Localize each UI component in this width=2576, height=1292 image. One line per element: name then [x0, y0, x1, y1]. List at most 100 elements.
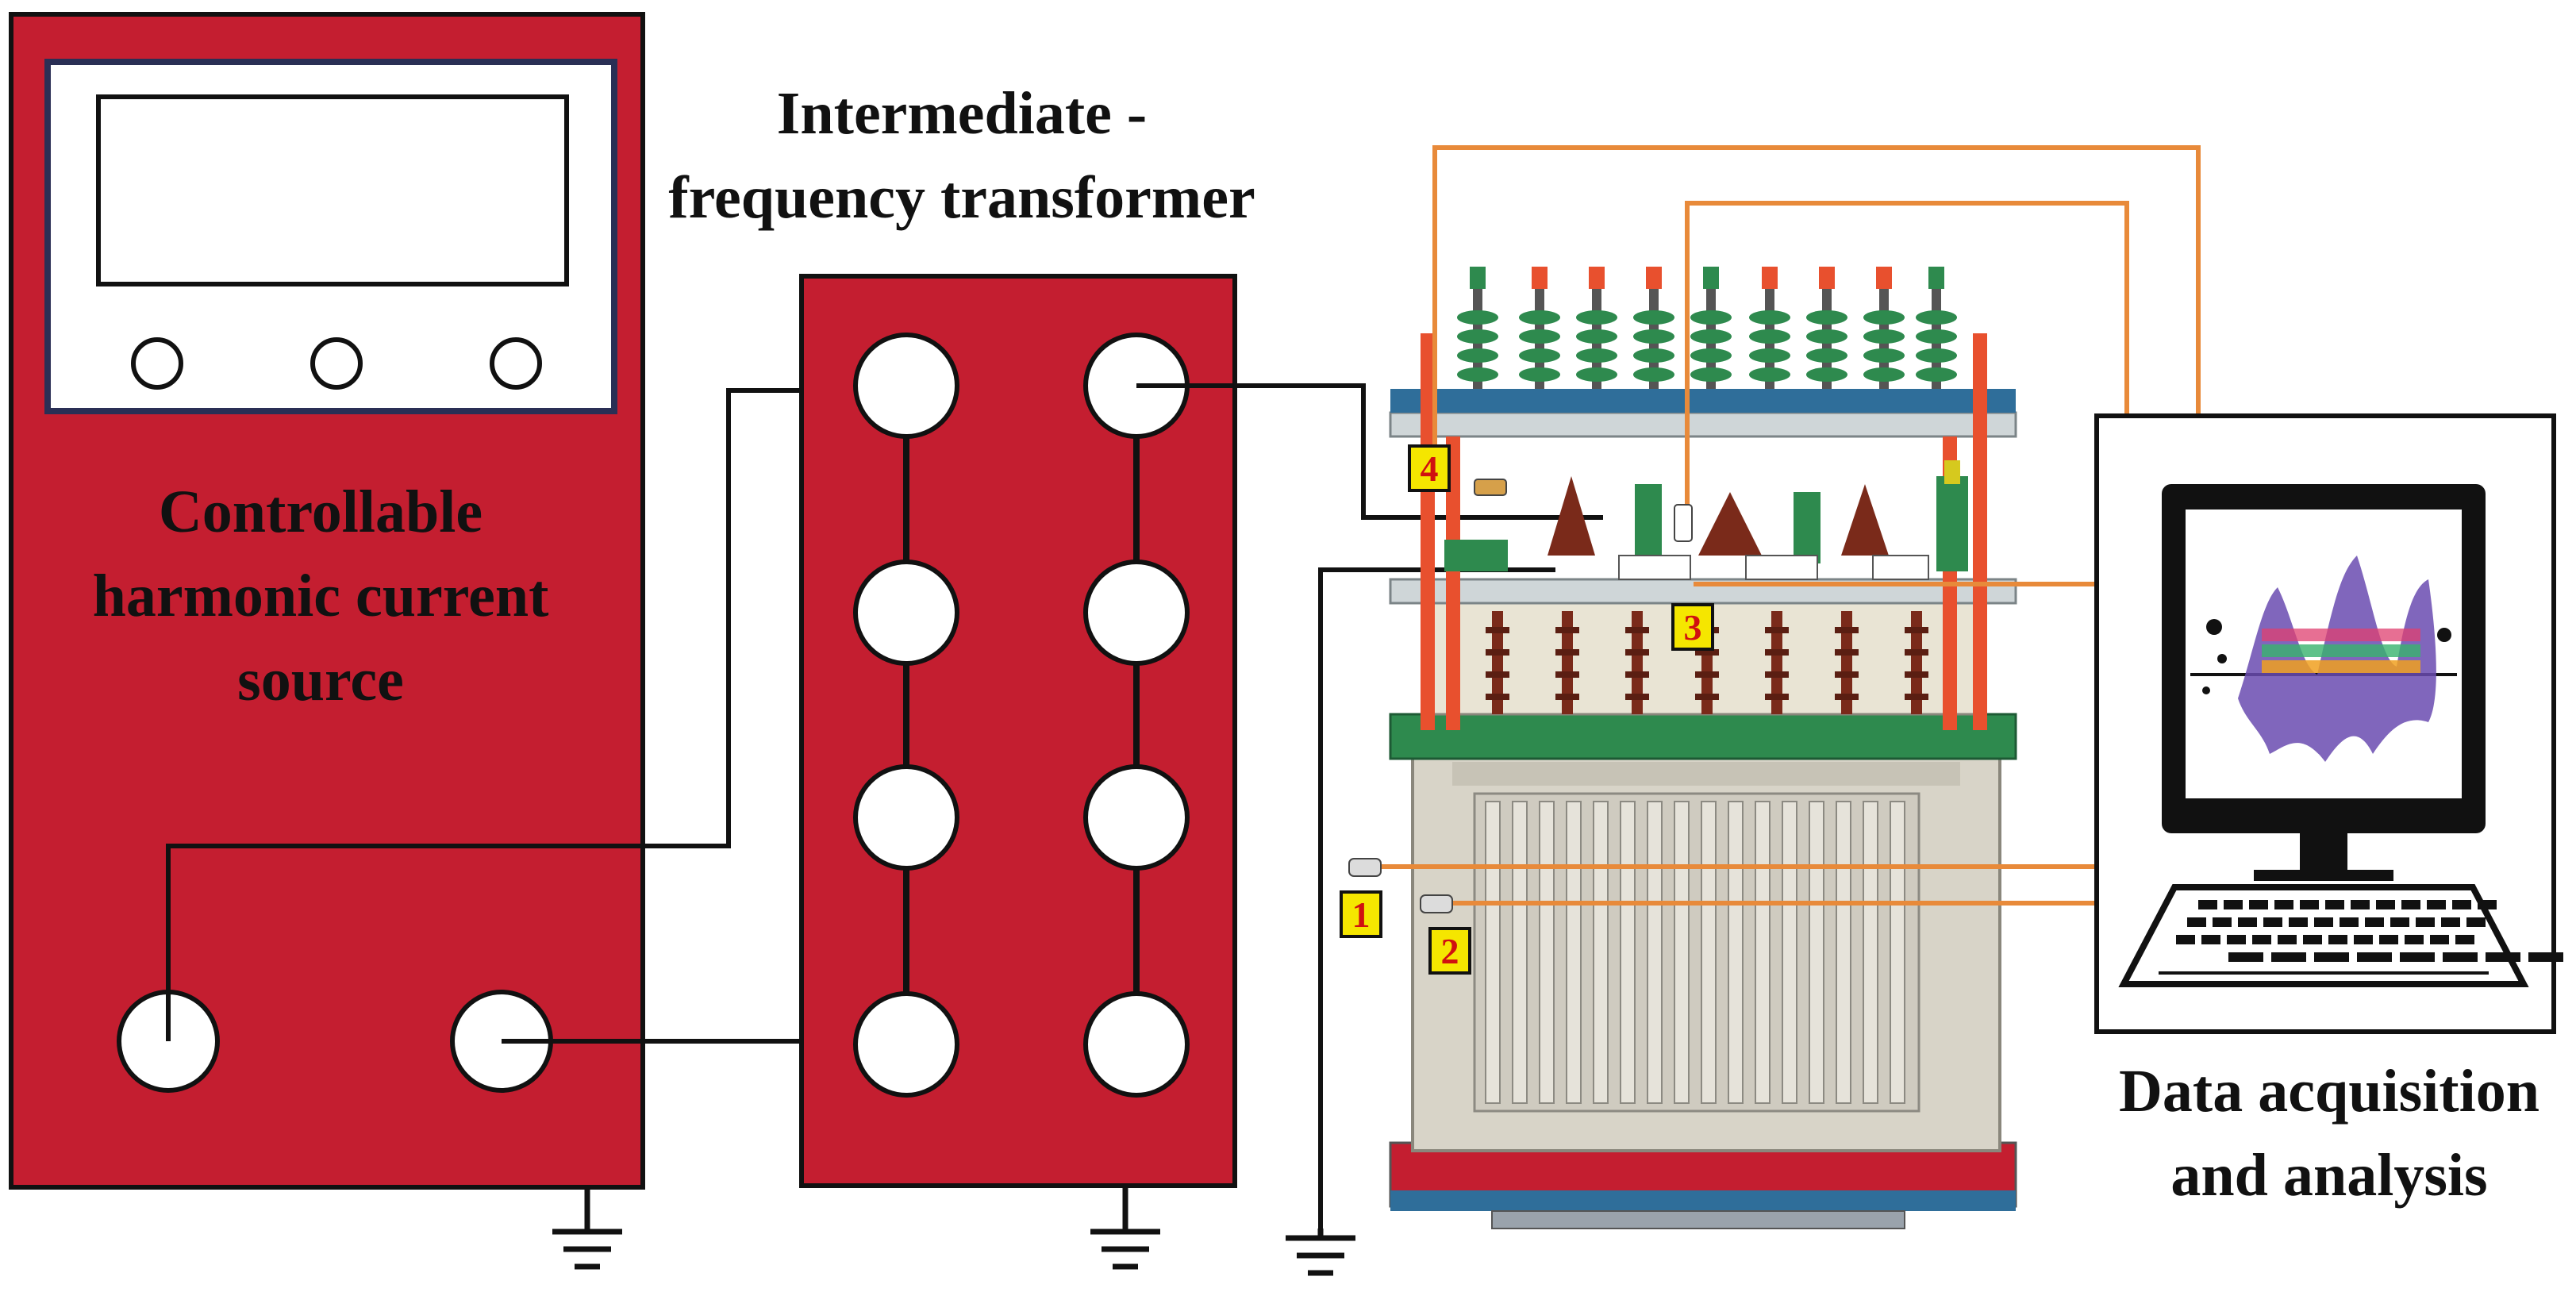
bushing-shed [1576, 348, 1617, 363]
bushing-shed [1576, 310, 1617, 325]
bushing-shed [1457, 348, 1498, 363]
winding-rod-disc [1765, 649, 1789, 656]
radiator-fin [1512, 801, 1528, 1104]
sensor-tag-2: 2 [1428, 927, 1471, 975]
keyboard-key [2441, 917, 2460, 927]
keyboard-key [2187, 917, 2206, 927]
probe-2 [1420, 894, 1453, 913]
keyboard-key [2228, 952, 2263, 962]
keyboard-key [2314, 952, 2349, 962]
bushing-shed [1576, 367, 1617, 382]
keyboard-key [2252, 935, 2271, 944]
bushing-shed [1863, 310, 1905, 325]
radiator-fin [1620, 801, 1636, 1104]
monitor-neck [2300, 833, 2347, 873]
transformer-terminal-r4 [1083, 991, 1190, 1098]
transformer-terminal-l4 [853, 991, 959, 1098]
winding-rod [1841, 611, 1852, 714]
bushing-shed [1749, 329, 1790, 344]
keyboard-key [2478, 900, 2497, 909]
bushing-shed [1690, 348, 1732, 363]
svg-text:4: 4 [1421, 448, 1439, 489]
winding-rod [1632, 611, 1643, 714]
source-label-line3: source [237, 647, 404, 713]
winding-rod-disc [1835, 627, 1859, 633]
waveform-plot-icon [2202, 556, 2451, 762]
keyboard-key [2340, 917, 2359, 927]
signal-wire-sensor-4 [1432, 145, 2201, 451]
keyboard-key [2416, 917, 2435, 927]
bushing-shed [1916, 348, 1957, 363]
bushing-cap [1928, 267, 1944, 289]
keyboard-key [2314, 917, 2333, 927]
bushing-shed [1519, 310, 1560, 325]
bushing-shed [1690, 329, 1732, 344]
bushing-shed [1576, 329, 1617, 344]
bushing-shed [1519, 367, 1560, 382]
transformer-terminal-l3 [853, 764, 959, 871]
radiator-fin [1728, 801, 1744, 1104]
keyboard-key [2303, 935, 2322, 944]
shelf-bushing-1 [1548, 476, 1595, 556]
bushing-shed [1916, 310, 1957, 325]
bushing-shed [1806, 329, 1847, 344]
keyboard-key [2328, 935, 2347, 944]
winding-rod [1771, 611, 1782, 714]
keyboard-key [2455, 935, 2474, 944]
bushing-shed [1863, 348, 1905, 363]
ground-symbol-source [552, 1187, 622, 1270]
radiator-fin [1593, 801, 1609, 1104]
bushing-shed [1690, 367, 1732, 382]
winding-rod-disc [1905, 627, 1928, 633]
sensor-tags: 1 2 3 4 [1340, 444, 1714, 975]
radiator-fin [1647, 801, 1663, 1104]
source-knob-3 [490, 337, 542, 390]
base-rail-blue [1390, 1190, 2016, 1211]
keyboard-key [2401, 900, 2420, 909]
daq-label-line2: and analysis [2170, 1142, 2487, 1209]
shelf-post-2 [1794, 492, 1821, 563]
bushing-shed [1863, 367, 1905, 382]
radiator-fin [1755, 801, 1771, 1104]
bushing-shed [1633, 310, 1674, 325]
bushing-cap [1470, 267, 1486, 289]
winding-rod-disc [1555, 671, 1579, 678]
radiator-fins [1473, 792, 1920, 1113]
bushing-shed [1457, 310, 1498, 325]
bushing-cap [1762, 267, 1778, 289]
winding-rod-disc [1835, 649, 1859, 656]
winding-rod-disc [1486, 671, 1509, 678]
keyboard-key [2400, 952, 2435, 962]
winding-rod-disc [1555, 627, 1579, 633]
sensor-tag-4: 4 [1408, 444, 1451, 492]
svg-text:1: 1 [1352, 894, 1371, 935]
keyboard-key [2379, 935, 2398, 944]
bushing-shed [1806, 348, 1847, 363]
winding-rod [1492, 611, 1503, 714]
transformer-terminal-r3 [1083, 764, 1190, 871]
shelf-post-1 [1635, 484, 1662, 563]
intermediate-frequency-transformer: Intermediate - frequency transformer [668, 80, 1255, 1188]
keyboard-key [2357, 952, 2392, 962]
bushing-shed [1749, 348, 1790, 363]
left-post [1421, 333, 1435, 730]
bushing-shed [1749, 367, 1790, 382]
wire-source-to-transformer-top [166, 388, 802, 1041]
winding-rod-disc [1765, 694, 1789, 700]
left-inner-post [1446, 436, 1460, 730]
daq-label-line1: Data acquisition [2119, 1058, 2539, 1125]
keyboard-key [2528, 952, 2563, 962]
transformer-terminal-l2 [853, 559, 959, 666]
winding-rod-disc [1625, 627, 1649, 633]
base-skid [1491, 1210, 1905, 1229]
bushing-shed [1633, 348, 1674, 363]
ground-symbol-transformer [1090, 1186, 1160, 1270]
radiator-fin [1809, 801, 1824, 1104]
keyboard-key [2486, 952, 2520, 962]
bushing-shed [1916, 329, 1957, 344]
shelf-plate-3 [1872, 555, 1929, 580]
orange-signal-wiring [1376, 145, 2201, 906]
winding-rod-disc [1695, 694, 1719, 700]
